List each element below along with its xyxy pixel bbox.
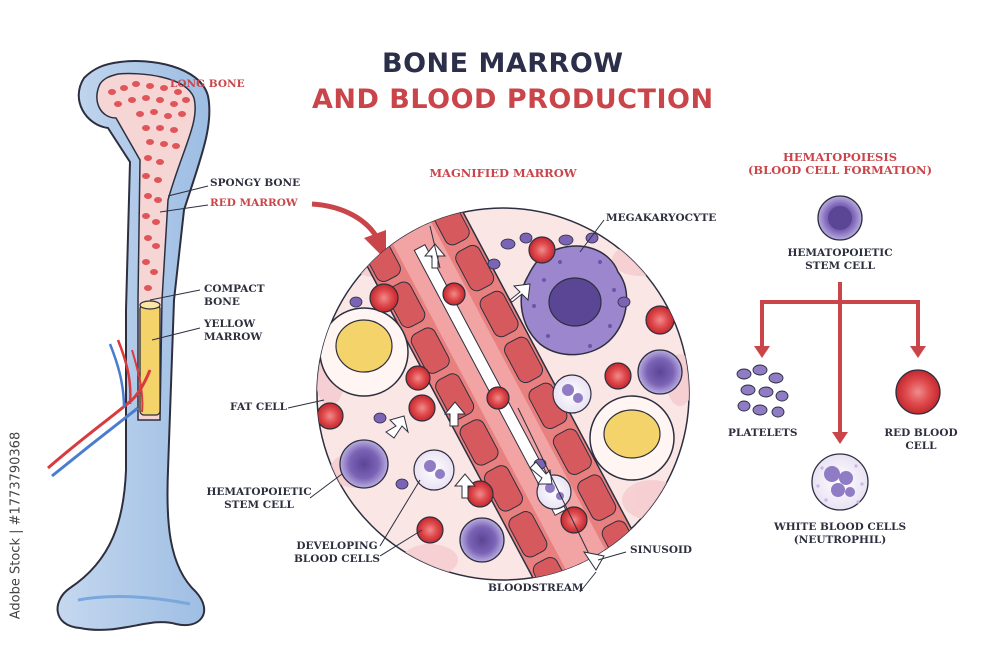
label-compact-bone: COMPACT BONE [204,283,265,308]
title-line2: AND BLOOD PRODUCTION [312,84,714,115]
label-long-bone: LONG BONE [170,78,245,90]
label-bloodstream: BLOODSTREAM [488,582,584,594]
label-platelets: PLATELETS [728,427,798,439]
label-hsc-left: HEMATOPOIETIC STEM CELL [206,486,312,511]
magnified-marrow-illustration [287,207,690,593]
title-line1: BONE MARROW [382,48,624,79]
red-arrow-head [364,230,386,260]
hematopoiesis-tree [736,195,941,511]
label-megakaryocyte: MEGAKARYOCYTE [606,212,717,224]
label-white-blood-cells: WHITE BLOOD CELLS (NEUTROPHIL) [773,521,907,546]
label-sinusoid: SINUSOID [630,544,692,556]
label-red-blood-cell: RED BLOOD CELL [884,427,958,452]
long-bone-illustration [47,60,211,631]
label-spongy-bone: SPONGY BONE [210,177,301,189]
label-yellow-marrow: YELLOW MARROW [204,318,263,343]
label-developing-cells: DEVELOPING BLOOD CELLS [293,540,381,565]
label-fat-cell: FAT CELL [230,401,288,413]
stock-watermark: Adobe Stock | #1773790368 [6,418,26,648]
label-red-marrow: RED MARROW [210,197,298,209]
label-hsc-right: HEMATOPOIETIC STEM CELL [787,247,893,272]
label-magnified-marrow: MAGNIFIED MARROW [429,166,577,180]
stock-id: Adobe Stock | #1773790368 [8,431,24,620]
label-hematopoiesis: HEMATOPOIESIS (BLOOD CELL FORMATION) [747,150,933,177]
